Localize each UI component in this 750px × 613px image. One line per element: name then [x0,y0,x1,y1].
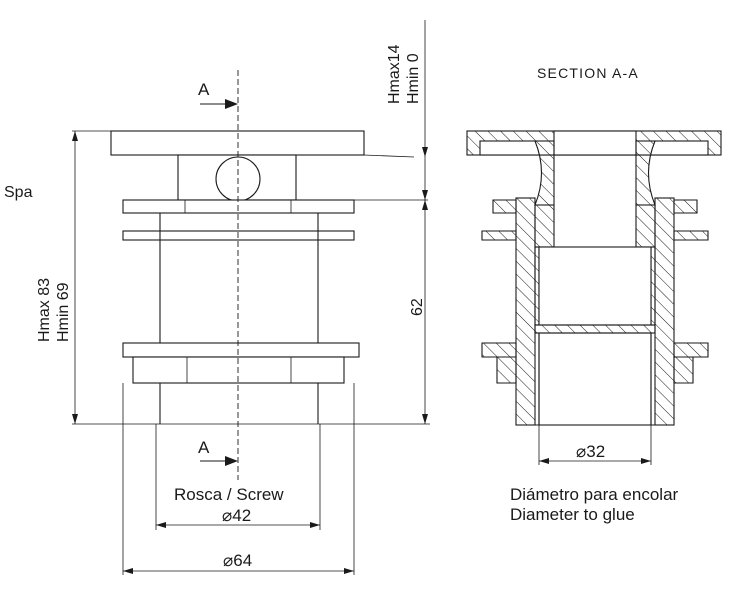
front-view [110,70,365,480]
label-glue-es: Diámetro para encolar [510,485,679,504]
ext-line-top [363,154,415,158]
dim-height-62 [422,200,428,424]
top-flange [110,130,365,156]
section-wall-right [635,140,656,206]
label-dia-32: ⌀32 [576,442,605,461]
label-hmax-top: Hmax14 [386,44,403,104]
label-dia-42: ⌀42 [222,506,251,525]
section-letter-top: A [198,80,210,99]
section-letter-bottom: A [198,438,210,457]
dim-overall-height [72,131,78,424]
section-view [466,130,722,426]
dim-dia-32 [539,458,651,464]
section-marker-bottom: A [198,438,238,466]
dim-hmax-top [422,20,428,200]
lower-washer [122,342,360,358]
label-screw: Rosca / Screw [174,485,284,504]
label-hmin-left: Hmin 69 [55,282,72,342]
lower-nut [132,356,345,384]
dim-dia-42 [156,522,320,528]
section-body-left [515,197,536,426]
dim-dia-64 [123,568,354,574]
label-glue-en: Diameter to glue [510,505,635,524]
section-wall-left [534,140,555,206]
label-hmin-top: Hmin 0 [405,53,422,104]
section-marker-top: A [198,80,238,109]
section-body-right [654,197,675,426]
upper-washer [122,230,355,241]
label-dim-62: 62 [409,298,426,316]
section-title: SECTION A-A [537,65,639,81]
upper-nut [122,199,355,214]
label-dia-64: ⌀64 [223,551,252,570]
label-spa: Spa [4,184,33,201]
label-hmax-left: Hmax 83 [36,278,53,342]
